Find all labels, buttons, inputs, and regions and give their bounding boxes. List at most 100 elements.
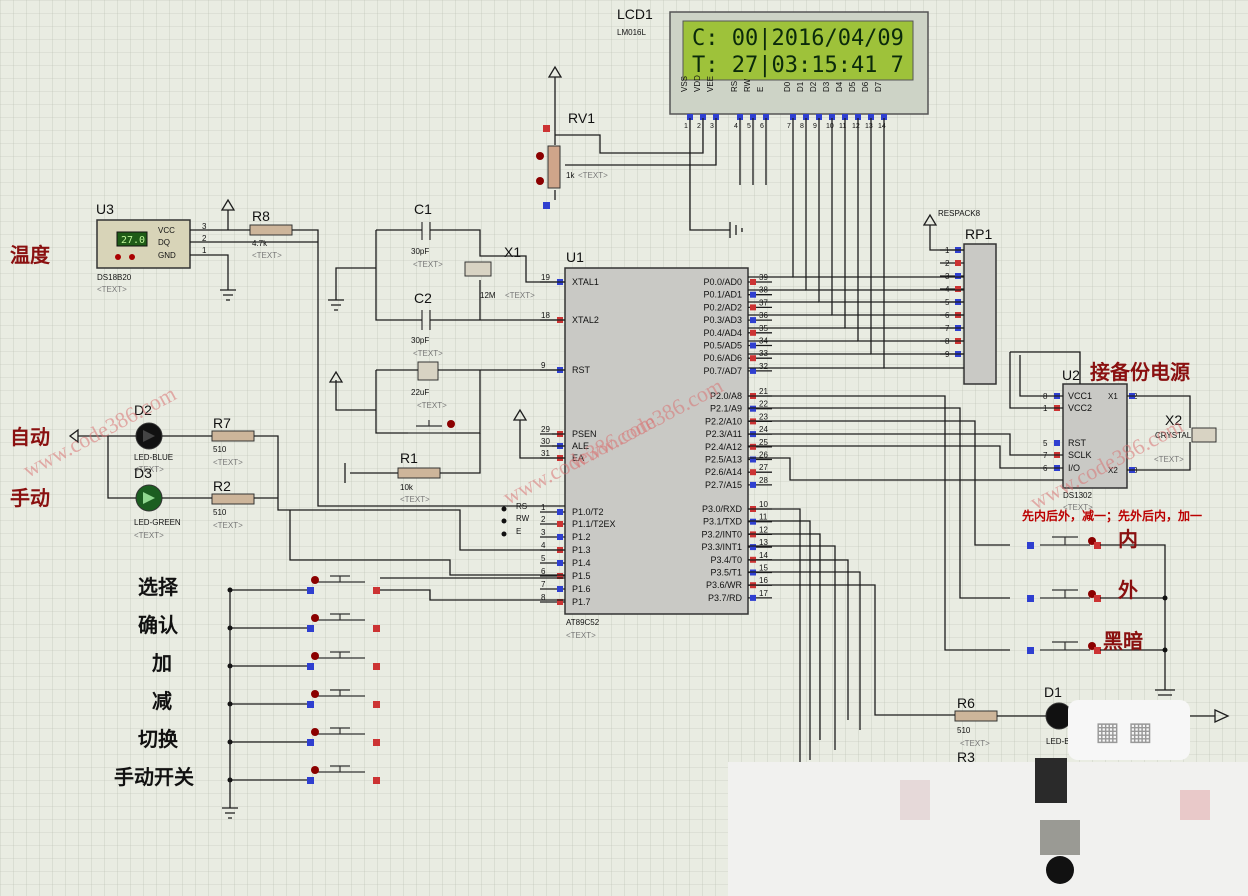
c1-plates [421, 222, 431, 240]
push-button[interactable]: 选择 [138, 575, 380, 599]
u1-pin-number: 19 [541, 273, 550, 282]
diode-icon [143, 492, 155, 504]
u1-pin-name: P2.6/A14 [705, 467, 742, 477]
switch-terminal [311, 728, 319, 736]
u1-pin-marker [557, 560, 563, 566]
button-pin [307, 587, 314, 594]
u1-pin-number: 13 [759, 538, 768, 547]
button-label: 加 [151, 651, 172, 675]
lcd-pin-marker [737, 114, 743, 120]
push-button[interactable]: 手动开关 [114, 765, 380, 789]
svg-text:▦ ▦: ▦ ▦ [1095, 717, 1152, 747]
u2-pin-name: VCC1 [1068, 391, 1092, 401]
resistor-r2[interactable]: R2 510 <TEXT> [211, 478, 255, 530]
ds18b20-reading: 27.0 [121, 235, 145, 246]
push-button[interactable] [1027, 641, 1101, 654]
label-dark: 黑暗 [1103, 629, 1143, 653]
r1-ref: R1 [400, 450, 418, 466]
crystal-x2[interactable]: X2 CRYSTAL <TEXT> [1154, 412, 1217, 464]
button-pin [373, 739, 380, 746]
led-d3[interactable]: D3 LED-GREEN <TEXT> [134, 465, 181, 540]
capacitor-c1[interactable]: C1 30pF <TEXT> [411, 201, 443, 269]
push-button[interactable]: 加 [151, 651, 380, 675]
u1-pin-name: P3.6/WR [706, 580, 743, 590]
button-pin [307, 777, 314, 784]
r6-ref: R6 [957, 695, 975, 711]
c1-text-placeholder: <TEXT> [413, 260, 443, 269]
push-button[interactable] [1027, 536, 1101, 549]
capacitor-c3[interactable]: 22uF <TEXT> [411, 361, 447, 410]
wires [68, 100, 1230, 819]
u1-pin-name: EA [572, 453, 584, 463]
u1-pin-number: 17 [759, 589, 768, 598]
lcd-pin-marker [855, 114, 861, 120]
lcd-pin-label: D3 [822, 81, 831, 92]
button-pin [1027, 542, 1034, 549]
lcd-pin-number: 3 [710, 123, 714, 130]
switch-terminal [311, 690, 319, 698]
led-d1[interactable]: D1 LED-BLUE [1044, 684, 1085, 746]
resistor-r6[interactable]: R6 510 <TEXT> [954, 695, 998, 748]
lcd-pin-number: 1 [684, 123, 688, 130]
d1-part: LED-BLUE [1046, 737, 1085, 746]
lcd-pin-group: VSS1VDD2VEE3RS4RW5E6D07D18D29D310D411D51… [680, 75, 887, 130]
power-terminal-icon [547, 65, 563, 100]
ds18b20-button-icon [115, 254, 121, 260]
u1-pin-name: P2.4/A12 [705, 442, 742, 452]
push-button[interactable] [1027, 589, 1101, 602]
u1-pin-marker [750, 342, 756, 349]
r2-text-placeholder: <TEXT> [213, 521, 243, 530]
r2-value: 510 [213, 508, 227, 517]
lcd-pin-label: D5 [848, 81, 857, 92]
button-pin [307, 701, 314, 708]
push-button[interactable]: 减 [152, 689, 380, 713]
u1-pin-number: 30 [541, 437, 550, 446]
u1-pin-number: 11 [759, 513, 768, 522]
u2-pin-number: 5 [1043, 439, 1048, 448]
label-inner: 内 [1118, 527, 1138, 551]
u1-pin-number: 7 [541, 580, 546, 589]
u1-pin-marker [750, 329, 756, 336]
u2-pin-name: I/O [1068, 463, 1080, 473]
lcd-pin-number: 4 [734, 123, 738, 130]
rp1-pin-marker [955, 260, 961, 266]
button-pin [373, 777, 380, 784]
u1-pin-name: P0.2/AD2 [703, 302, 742, 312]
u1-pin-name: P3.1/TXD [703, 517, 743, 527]
lcd-pin-label: D2 [809, 81, 818, 92]
rv1-ref: RV1 [568, 110, 595, 126]
lcd-part: LM016L [617, 28, 646, 37]
label-manual: 手动 [10, 486, 50, 510]
lcd-pin-marker [803, 114, 809, 120]
net-label-rw: RW [516, 514, 530, 523]
u2-pin-name: X1 [1108, 392, 1118, 401]
u2-pin-name: X2 [1108, 466, 1118, 475]
u1-pin-name: P0.3/AD3 [703, 315, 742, 325]
label-outer: 外 [1118, 578, 1138, 602]
r1-text-placeholder: <TEXT> [400, 495, 430, 504]
push-button[interactable]: 切换 [138, 727, 380, 751]
rp1-body [963, 243, 997, 385]
push-button[interactable]: 确认 [138, 613, 380, 637]
x1-body [464, 261, 492, 277]
u2-pin-name: RST [1068, 438, 1087, 448]
led-d2[interactable]: D2 LED-BLUE <TEXT> [134, 402, 173, 474]
u1-pin-number: 31 [541, 449, 550, 458]
x1-ref: X1 [504, 244, 521, 260]
reset-button[interactable] [408, 420, 455, 434]
switch-icon [1040, 641, 1090, 651]
r2-ref: R2 [213, 478, 231, 494]
u1-pin-marker [750, 291, 756, 298]
switch-icon [315, 613, 365, 621]
button-label: 确认 [138, 613, 179, 637]
ds18b20-sensor[interactable]: U3 27.0 VCC DQ GND 3 2 1 DS18B20 <TEXT> [96, 201, 207, 294]
potentiometer-rv1[interactable]: RV1 1k <TEXT> [536, 110, 608, 209]
lcd-pin-marker [763, 114, 769, 120]
u1-pin-number: 28 [759, 476, 768, 485]
lcd-module[interactable]: LCD1 LM016L <TEXT> C: 00|2016/04/09 T: 2… [617, 6, 929, 130]
button-pin [307, 625, 314, 632]
d1-ref: D1 [1044, 684, 1062, 700]
c2-text-placeholder: <TEXT> [413, 349, 443, 358]
